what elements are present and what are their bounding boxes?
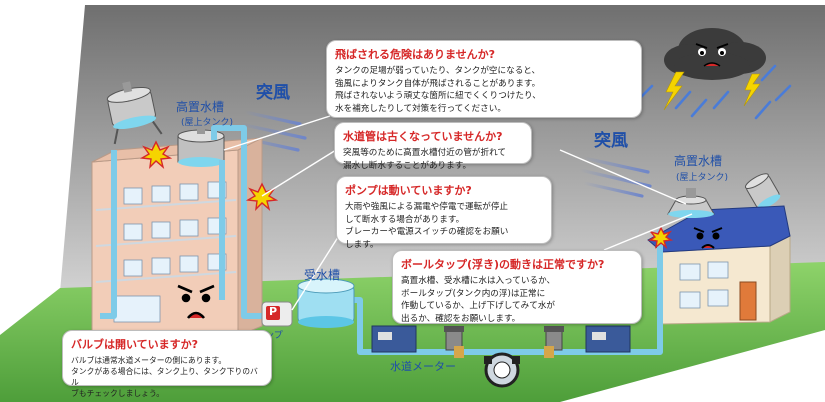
water-meter-box [371,325,631,353]
burst-icon [139,140,674,250]
label-gust-left: 突風 [256,83,290,103]
house-sad-face-icon [693,227,723,249]
callout-ball-tap: ボールタップ(浮き)の動きは正常ですか? 高置水槽、受水槽に水は入っているか、 … [392,250,642,324]
callout-blown-away: 飛ばされる危険はありませんか? タンクの足場が弱っていたり、タンクが空になると、… [326,40,642,118]
receiving-tank [297,278,355,328]
label-elevated-tank-left: 高置水槽 [176,100,225,114]
callout-valve-open: バルブは開いていますか? バルブは通常水道メーターの側にあります。 タンクがある… [62,330,272,398]
building-sad-face-icon [177,284,215,319]
callout-pump-working: ポンプは動いていますか? 大雨や強風による漏電や停電で運転が停止 して断水する場… [336,176,552,250]
pump [261,301,293,327]
label-elevated-tank-right: 高置水槽 [674,154,723,168]
apartment-building [91,137,263,339]
callout-valve-open-title: バルブは開いていますか? [71,338,199,351]
callout-valve-open-body: バルブは通常水道メーターの側にあります。 タンクがある場合には、タンク上り、タン… [71,356,258,398]
flying-tank-right-icon [744,173,781,210]
house [647,205,791,325]
flying-tank-icon [106,81,163,145]
storm-cloud-icon [664,28,766,80]
callout-blown-away-title: 飛ばされる危険はありませんか? [335,48,496,61]
callout-old-pipe-title: 水道管は古くなっていませんか? [343,130,503,143]
label-roof-tank-left: (屋上タンク) [181,118,234,128]
pointer-lines [223,115,693,311]
water-pipe [100,125,663,355]
roof-tank-left [177,124,225,167]
callout-pump-working-body: 大雨や強風による漏電や停電で運転が停止 して断水する場合があります。 ブレーカー… [345,202,509,250]
water-meter-icon [484,352,520,388]
valve-icon [444,326,564,358]
callout-ball-tap-body: 高置水槽、受水槽に水は入っているか、 ボールタップ(タンク内の浮)は正常に 作動… [401,276,556,324]
callout-old-pipe: 水道管は古くなっていませんか? 突風等のために高置水槽付近の管が折れて 漏水し断… [334,122,532,171]
callout-blown-away-body: タンクの足場が弱っていたり、タンクが空になると、 強風によりタンク自体が飛ばされ… [335,66,541,114]
pump-letter: P [269,305,278,318]
label-gust-right: 突風 [594,131,628,151]
label-water-meter: 水道メーター [390,360,456,373]
label-roof-tank-right: (屋上タンク) [676,173,729,183]
label-receiving-tank: 受水槽 [304,268,341,282]
lightning-icon [663,71,761,111]
callout-pump-working-title: ポンプは動いていますか? [345,184,472,197]
callout-old-pipe-body: 突風等のために高置水槽付近の管が折れて 漏水し断水することがあります。 [343,148,507,171]
callout-ball-tap-title: ボールタップ(浮き)の動きは正常ですか? [401,258,605,271]
